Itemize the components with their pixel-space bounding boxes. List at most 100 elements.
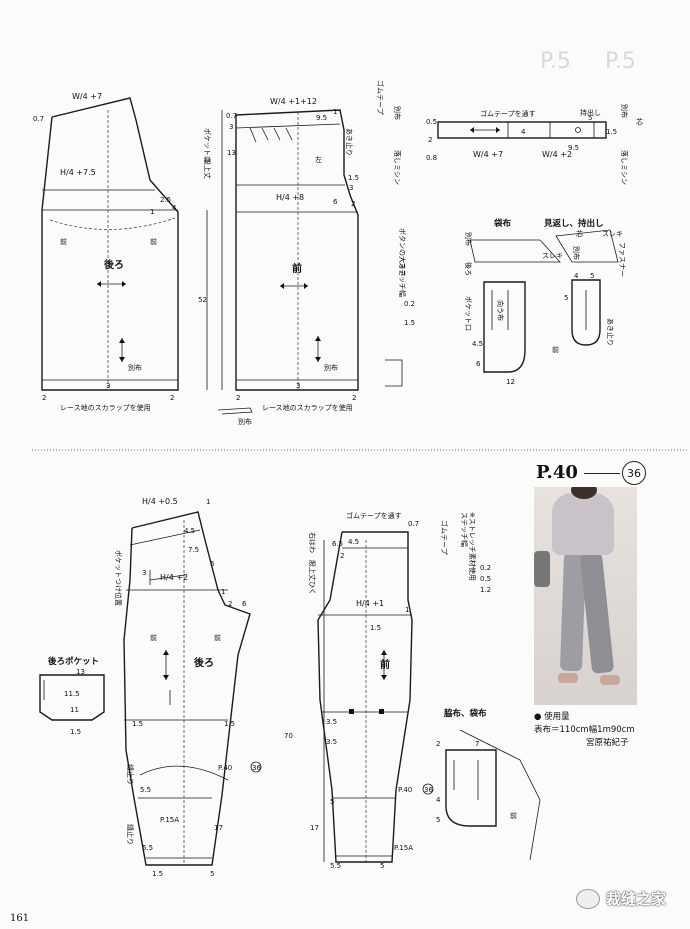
side-pocket-title: 脇布、袋布 (444, 708, 487, 719)
bf-v1: 1 (405, 606, 409, 614)
pocket-v1-5: 1.5 (404, 319, 415, 327)
svg-text:P.5: P.5 (540, 49, 571, 74)
bf-v70: 70 (284, 732, 293, 740)
bf-v5-5: 5.5 (330, 862, 341, 870)
scallop-sketch (385, 359, 403, 387)
back-crotch-in: 4 (172, 204, 177, 212)
bb-v5-5b: 5.5 (142, 844, 153, 852)
back-waist-dim: W/4 +7 (72, 92, 102, 101)
bb-v5: 5 (210, 870, 214, 878)
bb-waist: H/4 +0.5 (142, 497, 178, 506)
pocket-slit2: スレキ (602, 230, 623, 238)
bf-rise-label: 股上丈ひく (308, 560, 317, 595)
pocket-title-facing: 見返し、持出し (543, 218, 604, 229)
wb-stitch-r: 落しミシン (620, 150, 629, 185)
bb-v1: 1 (206, 498, 210, 506)
back-binding: 別布 (128, 363, 142, 372)
bullet-icon: ● (534, 712, 545, 722)
pocket-v12: 12 (506, 378, 515, 386)
wb-v0-8: 0.8 (426, 154, 437, 162)
bb-v3: 3 (142, 569, 146, 577)
stitch-note-v12: 1.2 (480, 586, 491, 594)
front-v3b: 3 (349, 184, 353, 192)
side-pocket-v4: 4 (436, 796, 441, 804)
pocket-v6: 6 (476, 360, 481, 368)
front-note: レース地のスカラップを使用 (262, 403, 353, 412)
front-stop-label: あき止り (345, 128, 354, 156)
bf-rubber: ゴムテープ (440, 520, 449, 555)
wb-separate-r: 別布 (620, 104, 629, 118)
pocket-button-label: ボタンの大きさ (398, 228, 407, 277)
front-v3: 3 (229, 123, 233, 131)
bottom-back-pattern (123, 511, 251, 866)
bb-pocket-pos: ポケットつけ位置 (114, 550, 123, 606)
usage-title: 使用量 (544, 712, 570, 722)
wb-core: 芯 (636, 117, 643, 126)
pocket-v4-5: 4.5 (472, 340, 483, 348)
back-offset: 0.7 (33, 115, 44, 123)
bf-ref2: P.15A (394, 844, 413, 852)
wb-v1-5: 1.5 (606, 128, 617, 136)
back-front-mark: 前 (60, 237, 67, 246)
back-pocket-v11: 11 (70, 706, 79, 714)
pocket-stitch-label: ステッチ幅 (398, 262, 407, 297)
bb-v1-5: 1.5 (132, 720, 143, 728)
wb-stitch: 落しミシン (393, 150, 402, 185)
front-hem: 3 (296, 382, 300, 390)
bb-circle: 36 (252, 764, 261, 772)
reference-line (584, 473, 620, 474)
back-hem-left: 2 (42, 394, 46, 402)
back-hem: 3 (106, 382, 110, 390)
bb-ref1: P.40 (218, 764, 232, 772)
side-pocket-front: 前 (510, 811, 517, 820)
pocket-stop: あき止り (606, 318, 615, 346)
bf-name: 前 (380, 658, 390, 671)
bf-v17: 17 (310, 824, 319, 832)
bf-v5b: 5 (380, 862, 384, 870)
top-pocket-pattern (469, 229, 619, 373)
pocket-core: 芯 (576, 229, 583, 238)
bf-v3-5b: 3.5 (326, 738, 337, 746)
back-pocket-pattern (39, 674, 105, 721)
waistband-pattern (437, 121, 607, 139)
top-binding-sketch: 別布 (217, 407, 253, 426)
back-pocket-v13: 13 (76, 668, 85, 676)
front-pocket-label: ポケット口 (203, 128, 211, 163)
bb-sew-stop: 縫止り (126, 764, 135, 785)
back-pocket-v11-5: 11.5 (64, 690, 80, 698)
svg-text:P.5: P.5 (605, 49, 636, 74)
bb-hip: H/4 +2 (160, 573, 188, 582)
reference-title: P.40 (536, 462, 578, 483)
back-crotch-dim: 2.5 (160, 196, 171, 204)
pocket-back: 後ろ (464, 262, 473, 276)
top-back-pattern (41, 97, 179, 391)
front-v9-5: 9.5 (316, 114, 327, 122)
back-panel-name: 後ろ (104, 258, 124, 271)
front-v1: 1 (333, 108, 337, 116)
pocket-title-bag: 袋布 (493, 218, 512, 229)
bf-v1-5: 1.5 (370, 624, 381, 632)
side-pocket-pattern (445, 729, 541, 861)
bf-pass-rubber: ゴムテープを通す (346, 511, 402, 520)
pocket-zipper: ファスナー (618, 242, 626, 277)
stitch-note-l1: ステッチ幅 (460, 512, 469, 547)
front-hem-right: 2 (352, 394, 356, 402)
bb-sew-stop2: 縫止り (126, 824, 135, 845)
bf-circle: 36 (424, 786, 433, 794)
front-rise-label: 股上丈 (203, 158, 212, 179)
bb-v1-5b: 1.5 (224, 720, 235, 728)
front-offset: 0.7 (226, 112, 237, 120)
front-v1-5: 1.5 (348, 174, 359, 182)
bb-v2: 2 (228, 600, 232, 608)
pocket-dir: 向う布 (496, 300, 505, 321)
watermark: 裁缝之家 (576, 888, 666, 909)
front-hem-left: 2 (236, 394, 240, 402)
wb-mochidashi: 持出し (580, 108, 601, 117)
pocket-separate2: 別布 (572, 246, 581, 260)
stitch-note-v02: 0.2 (480, 564, 491, 572)
bf-v3-5: 3.5 (326, 718, 337, 726)
wb-v2: 2 (428, 136, 432, 144)
wb-v4: 4 (521, 128, 526, 136)
bb-front2: 前 (214, 633, 221, 642)
